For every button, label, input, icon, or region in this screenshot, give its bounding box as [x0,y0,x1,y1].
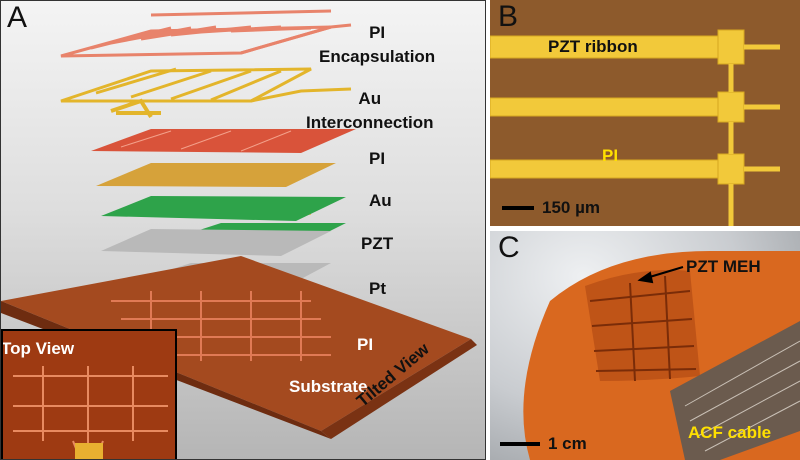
pi-label: PI [602,146,619,165]
au-interconnection-layer [60,67,352,119]
panel-a-label: A [7,1,28,34]
au-layer-label: Au [369,191,392,210]
au-layer [96,163,336,187]
panel-c-label: C [498,231,520,264]
top-view-inset: Top View [1,329,177,459]
panel-b-label: B [498,0,519,33]
flexible-device [500,251,800,460]
pzt-meh-label: PZT MEH [686,257,761,276]
pt-layer-label: Pt [369,279,386,298]
au-interconnection-label: Au Interconnection [306,89,434,132]
pi-substrate-label: PI [357,335,374,354]
panel-a-exploded-view: A [0,0,486,460]
substrate-label: Substrate [289,377,368,396]
ribbon-pattern [490,29,780,226]
acf-cable-label: ACF cable [688,423,772,442]
panel-b-micrograph: B PZT ribbon PI 150 µm [490,0,800,226]
scale-bar-label: 1 cm [548,434,587,453]
pi-encapsulation-label: PI Encapsulation [319,23,436,66]
top-view-label: Top View [1,339,75,358]
panel-c-photo: C PZT MEH 1 cm ACF cable [490,231,800,460]
pi-encapsulation-layer [60,9,352,58]
scale-bar-label: 150 µm [542,198,600,217]
substrate-electrode-pattern [111,291,331,361]
pzt-ribbon-label: PZT ribbon [548,37,638,56]
top-view-pattern [13,366,168,459]
pi-layer-label: PI [369,149,386,168]
pzt-layer-label: PZT [361,234,394,253]
pi-layer-slits [120,130,292,152]
